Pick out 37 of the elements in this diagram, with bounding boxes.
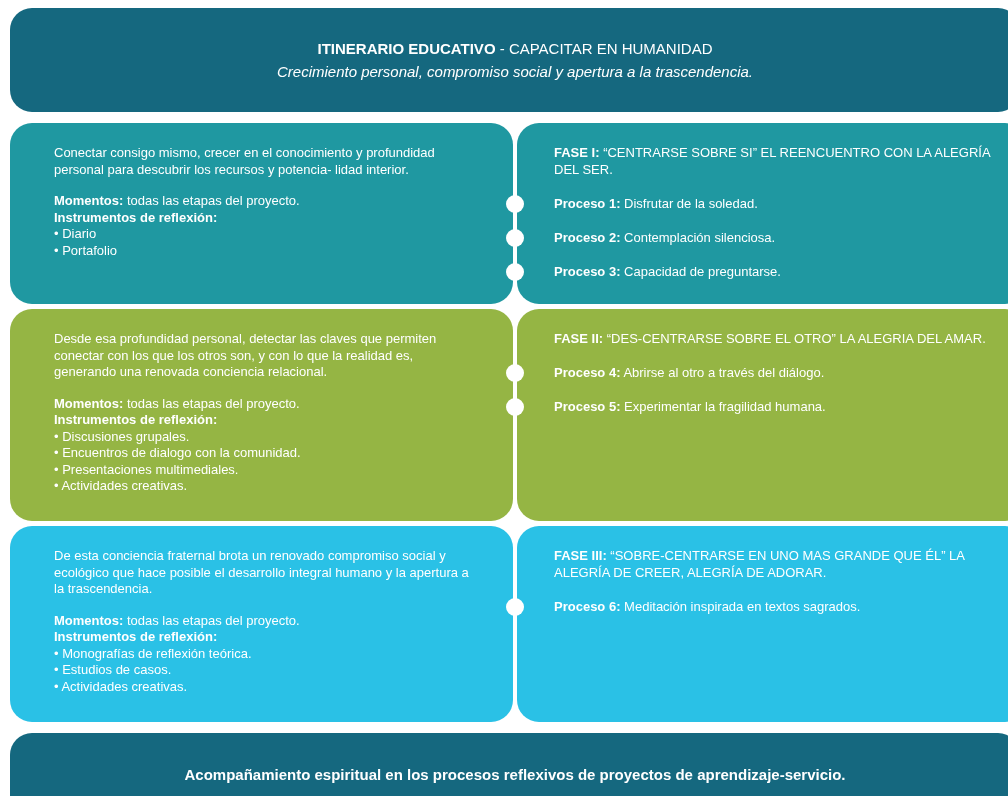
bullet-item: • Diario — [54, 226, 98, 243]
title-text: ITINERARIO EDUCATIVO - CAPACITAR EN HUMANIDAD — [317, 39, 713, 59]
bullet-item: • Actividades creativas. — [54, 678, 189, 695]
instruments-heading: Instrumentos de reflexión: — [54, 412, 219, 429]
description-text: Desde esa profundidad personal, detectar las claves que permiten conectar con los que los otros son, y con lo que la realidad es, generando una renovada conciencia relacional. — [54, 331, 438, 381]
header-banner — [10, 8, 1008, 112]
bullet-item: • Discusiones grupales. — [54, 428, 191, 445]
bullet-item: • Presentaciones multimediales. — [54, 461, 240, 478]
process-text: Proceso 1: Disfrutar de la soledad. — [554, 195, 759, 212]
phase-heading: FASE II: “DES-CENTRARSE SOBRE EL OTRO” LA ALEGRIA DEL AMAR. — [554, 331, 987, 348]
process-text: Proceso 6: Meditación inspirada en textos sagrados. — [554, 598, 862, 615]
phase-panel — [517, 123, 1008, 304]
bullet-item: • Encuentros de dialogo con la comunidad. — [54, 445, 302, 462]
instruments-heading: Instrumentos de reflexión: — [54, 209, 219, 226]
footer-text: Acompañamiento espiritual en los procesos reflexivos de proyectos de aprendizaje-servicio. — [184, 765, 846, 785]
bullet-item: • Actividades creativas. — [54, 478, 189, 495]
description-panel — [10, 526, 513, 722]
instruments-heading: Instrumentos de reflexión: — [54, 629, 219, 646]
moments-text: Momentos: todas las etapas del proyecto. — [54, 395, 301, 412]
phase-panel — [517, 526, 1008, 722]
process-text: Proceso 4: Abrirse al otro a través del diálogo. — [554, 365, 826, 382]
moments-text: Momentos: todas las etapas del proyecto. — [54, 193, 301, 210]
bullet-item: • Portafolio — [54, 242, 119, 259]
phase-panel — [517, 309, 1008, 521]
description-text: De esta conciencia fraternal brota un renovado compromiso social y ecológico que hace posible el desarrollo integral humano y la apertura a la trascendencia. — [54, 548, 470, 598]
process-text: Proceso 3: Capacidad de preguntarse. — [554, 263, 782, 280]
subtitle-text: Crecimiento personal, compromiso social y apertura a la trascendencia. — [276, 62, 754, 82]
description-text: Conectar consigo mismo, crecer en el conocimiento y profundidad personal para descubrir los recursos y potencia- lidad interior. — [54, 145, 436, 178]
bullet-item: • Monografías de reflexión teórica. — [54, 645, 253, 662]
moments-text: Momentos: todas las etapas del proyecto. — [54, 612, 301, 629]
process-text: Proceso 2: Contemplación silenciosa. — [554, 229, 777, 246]
process-text: Proceso 5: Experimentar la fragilidad humana. — [554, 399, 827, 416]
description-panel — [10, 309, 513, 521]
phase-heading: FASE III: “SOBRE-CENTRARSE EN UNO MAS GRANDE QUE ÉL” LA ALEGRÍA DE CREER, ALEGRÍA DE ADORAR. — [554, 548, 966, 581]
description-panel — [10, 123, 513, 304]
bullet-item: • Estudios de casos. — [54, 662, 173, 679]
phase-heading: FASE I: “CENTRARSE SOBRE SI” EL REENCUENTRO CON LA ALEGRÍA DEL SER. — [554, 145, 992, 178]
